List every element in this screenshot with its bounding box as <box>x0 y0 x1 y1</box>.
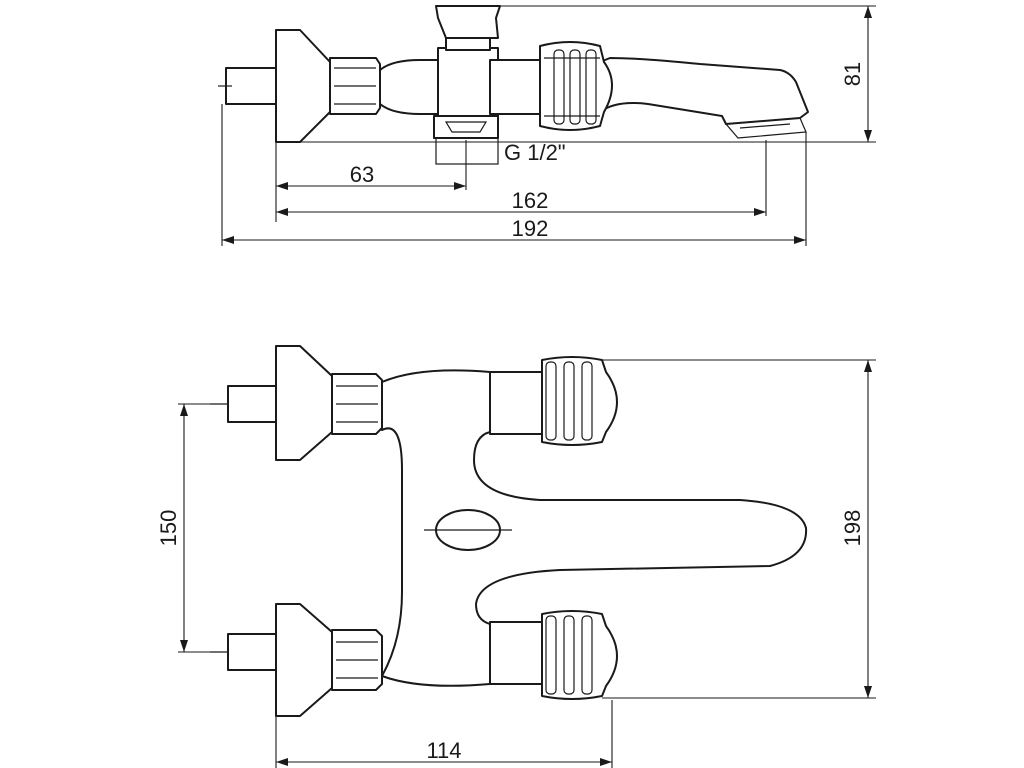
dim-label-63: 63 <box>350 162 374 187</box>
side-view <box>218 5 809 165</box>
top-view <box>210 345 808 717</box>
side-shower-outlet <box>433 115 499 139</box>
top-inlet-pipe-lower <box>227 633 277 671</box>
side-spout-collar <box>489 59 541 115</box>
side-diverter-knob <box>435 5 501 39</box>
top-wall-flange-lower <box>275 603 333 717</box>
dim-label-114: 114 <box>426 738 461 763</box>
dim-label-162: 162 <box>512 188 549 213</box>
top-handle-upper <box>541 356 618 446</box>
side-wall-flange <box>275 29 331 143</box>
top-inlet-pipe-upper <box>227 385 277 423</box>
dim-label-198: 198 <box>840 510 865 547</box>
side-handle <box>539 41 613 131</box>
top-handle-stem-lower <box>489 621 543 685</box>
side-dimensions: 63 162 192 G 1/2" 81 <box>221 5 876 246</box>
thread-label: G 1/2" <box>504 140 566 165</box>
side-inlet-pipe <box>225 67 277 105</box>
dim-label-150: 150 <box>156 510 181 547</box>
top-mixer-body <box>381 369 808 687</box>
top-handle-lower <box>541 610 618 700</box>
dim-label-192: 192 <box>512 216 549 241</box>
dim-label-81: 81 <box>840 62 865 86</box>
top-dimensions: 150 198 114 <box>156 359 876 768</box>
side-bath-spout <box>599 57 809 125</box>
top-handle-stem-upper <box>489 371 543 435</box>
top-wall-flange-upper <box>275 345 333 461</box>
